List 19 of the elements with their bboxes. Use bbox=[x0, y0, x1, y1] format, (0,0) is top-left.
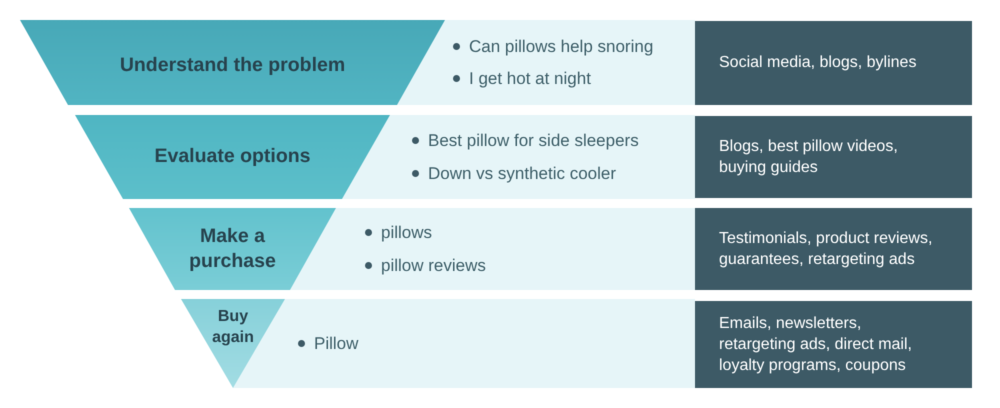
stage-title: Understand the problem bbox=[120, 53, 346, 78]
query-text: pillows bbox=[381, 222, 432, 244]
stage-title: Buy again bbox=[211, 307, 255, 348]
channel-text: Social media, blogs, bylines bbox=[719, 53, 916, 74]
query-text: pillow reviews bbox=[381, 254, 486, 276]
query-text: Can pillows help snoring bbox=[469, 36, 654, 57]
channel-text: Emails, newsletters, retargeting ads, direct mail, loyalty programs, coupons bbox=[719, 314, 913, 376]
funnel-stage bbox=[75, 115, 390, 199]
funnel-stage bbox=[181, 299, 285, 388]
query-text: Down vs synthetic cooler bbox=[428, 162, 616, 184]
query-text: Pillow bbox=[314, 332, 358, 354]
channel-text: Blogs, best pillow videos, buying guides bbox=[719, 136, 899, 178]
query-text: I get hot at night bbox=[469, 68, 591, 90]
stage-title: Make a purchase bbox=[188, 224, 277, 274]
stage-title: Evaluate options bbox=[154, 144, 311, 170]
channel-text: Testimonials, product reviews, guarantees, retargeting ads bbox=[719, 228, 934, 270]
funnel-stage bbox=[20, 20, 445, 105]
funnel-stage bbox=[129, 208, 336, 290]
query-text: Best pillow for side sleepers bbox=[428, 130, 639, 152]
